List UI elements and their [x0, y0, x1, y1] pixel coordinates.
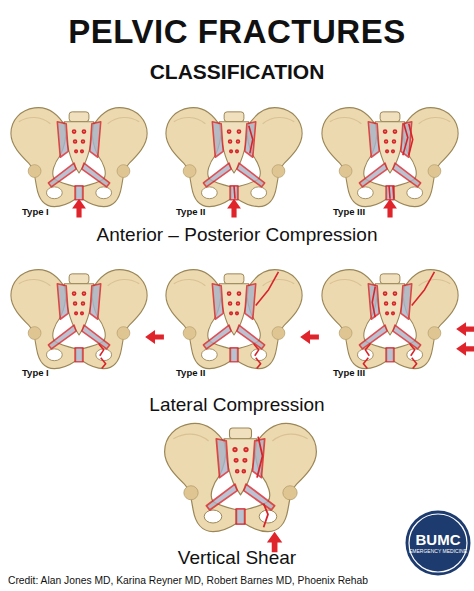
- force-arrow: [456, 342, 474, 356]
- force-arrow: [72, 199, 86, 218]
- type-label: Type I: [22, 368, 49, 378]
- force-arrow: [456, 322, 474, 336]
- lc-type-3: [322, 270, 474, 369]
- fracture-line: [410, 344, 415, 356]
- pelvis: [322, 270, 458, 369]
- apc-type-2: [166, 108, 302, 218]
- type-label: Type III: [333, 368, 365, 378]
- logo-circle: BUMCEMERGENCY MEDICINE: [405, 510, 471, 576]
- force-arrow: [145, 330, 164, 344]
- pelvis: [11, 270, 147, 369]
- apc-type-3: [322, 108, 458, 218]
- logo-subtext: EMERGENCY MEDICINE: [409, 549, 467, 554]
- lc-type-2: [166, 270, 319, 369]
- fracture-line: [412, 272, 435, 306]
- fracture-line: [264, 504, 268, 528]
- fracture-line: [254, 344, 259, 356]
- fracture-line: [233, 186, 236, 199]
- pelvis: [166, 108, 302, 207]
- fracture-line: [249, 126, 253, 154]
- pelvis: [166, 270, 302, 369]
- fracture-line: [256, 358, 261, 369]
- logo-ring: [409, 514, 467, 572]
- title: PELVIC FRACTURES: [68, 14, 405, 50]
- type-label: Type III: [333, 207, 365, 217]
- fracture-line: [389, 186, 394, 199]
- fracture-line: [409, 124, 413, 156]
- fracture-line: [412, 358, 417, 369]
- force-arrow: [227, 199, 241, 218]
- fracture-line: [101, 358, 106, 369]
- fracture-line: [257, 437, 263, 478]
- logo-text: BUMC: [416, 532, 461, 548]
- vertical-shear: [165, 423, 317, 552]
- pelvis: [165, 423, 317, 531]
- type-label: Type II: [176, 368, 205, 378]
- group-heading: Lateral Compression: [149, 395, 324, 416]
- type-label: Type II: [176, 207, 205, 217]
- fracture-line: [256, 272, 279, 306]
- fracture-line: [363, 344, 370, 369]
- fracture-line: [372, 287, 375, 318]
- group-heading: Anterior – Posterior Compression: [97, 225, 378, 246]
- fracture-line: [99, 344, 104, 356]
- lc-type-1: [11, 270, 164, 369]
- type-label: Type I: [22, 207, 49, 217]
- force-arrow: [383, 199, 397, 218]
- credit-note: Credit: Alan Jones MD, Karina Reyner MD,…: [8, 575, 368, 586]
- apc-type-1: [11, 108, 147, 218]
- fracture-line: [403, 124, 408, 156]
- force-arrow: [300, 330, 319, 344]
- pelvis: [322, 108, 458, 207]
- pelvis: [11, 108, 147, 207]
- subtitle: CLASSIFICATION: [150, 60, 325, 83]
- logo-disc: [406, 511, 471, 576]
- group-heading: Vertical Shear: [178, 548, 296, 569]
